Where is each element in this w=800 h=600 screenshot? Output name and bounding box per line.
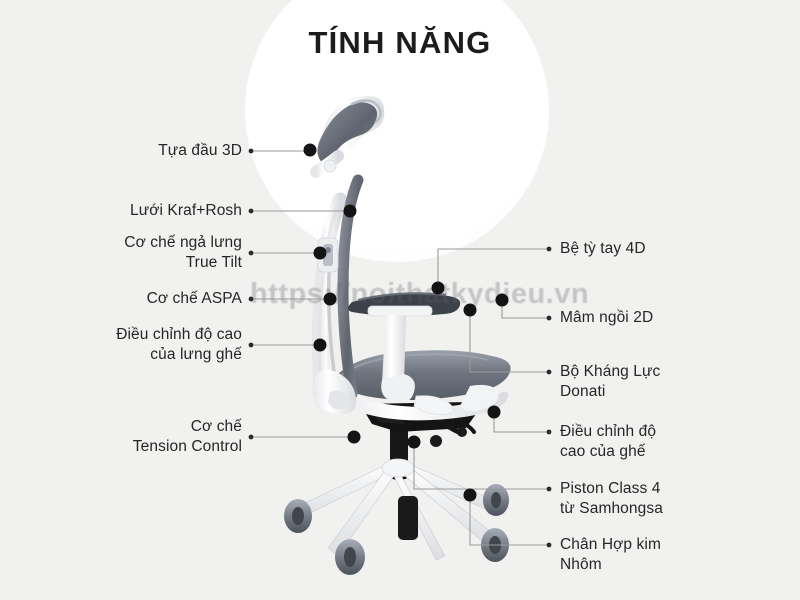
feature-label-seat-height[interactable]: Điều chỉnh độ cao của ghế [560,423,657,461]
armrest-post [382,314,406,384]
seat-depth-handle [413,395,454,415]
paddle-end [457,427,467,437]
tension-knob [430,435,442,447]
hotspot-aspa[interactable] [323,292,337,306]
leader-line-right-5 [413,444,548,490]
feature-label-tension-control[interactable]: Cơ chế Tension Control [132,418,242,456]
headrest-top-rim [350,99,382,124]
backrest-joint-detail [328,390,349,410]
headrest-3d [310,96,385,178]
hotspot-recline[interactable] [313,246,327,260]
feature-label-piston[interactable]: Piston Class 4 từ Samhongsa [560,480,663,518]
armrest-4d [348,292,461,403]
feature-hotspot-dots [303,143,509,502]
caster [483,484,509,516]
leader-line-right-1 [437,248,548,288]
hotspot-seat-height[interactable] [487,405,501,419]
hotspot-tension-control[interactable] [347,430,361,444]
hotspot-piston[interactable] [407,435,421,449]
hotspot-headrest[interactable] [303,143,317,157]
hotspot-back-height[interactable] [313,338,327,352]
decorative-circle [245,0,549,262]
caster [335,539,365,575]
feature-label-seat-pan[interactable]: Mâm ngồi 2D [560,309,654,326]
hotspot-armrest[interactable] [431,281,445,295]
feature-label-headrest[interactable]: Tựa đầu 3D [158,142,242,159]
feature-label-back-height[interactable]: Điều chỉnh độ cao của lưng ghế [116,326,242,364]
leader-line-right-4 [493,414,548,433]
backrest-mesh-spine [337,174,364,400]
feature-label-base[interactable]: Chân Hợp kim Nhôm [560,536,661,574]
caster [284,499,312,533]
feature-label-recline[interactable]: Cơ chế ngả lưng True Tilt [124,234,242,272]
leader-line-right-3 [469,310,548,373]
caster-wheels [284,484,509,575]
leader-line-right-2 [501,302,548,319]
hotspot-base[interactable] [463,488,477,502]
feature-label-armrest[interactable]: Bệ tỳ tay 4D [560,240,646,257]
hotspot-donati[interactable] [463,303,477,317]
feature-label-donati[interactable]: Bộ Kháng Lực Donati [560,363,661,401]
headrest-pad [317,102,378,164]
hotspot-seat-pan[interactable] [495,293,509,307]
base-center-column [398,496,418,540]
aspa-badge-icon [325,247,331,253]
seat-front-edge [460,384,499,412]
seat-mesh [338,350,511,401]
page-title: TÍNH NĂNG [308,25,492,60]
hotspot-mesh[interactable] [343,204,357,218]
seat-frame [332,382,509,421]
headrest-pivot [323,159,337,173]
height-paddle [456,418,476,434]
feature-label-mesh[interactable]: Lưới Kraf+Rosh [130,202,242,219]
leader-line-right-6 [469,497,548,546]
label-anchor-dots [248,148,552,548]
armrest-base [381,374,415,403]
feature-label-aspa[interactable]: Cơ chế ASPA [146,290,242,307]
backrest-frame-shade [317,198,342,402]
